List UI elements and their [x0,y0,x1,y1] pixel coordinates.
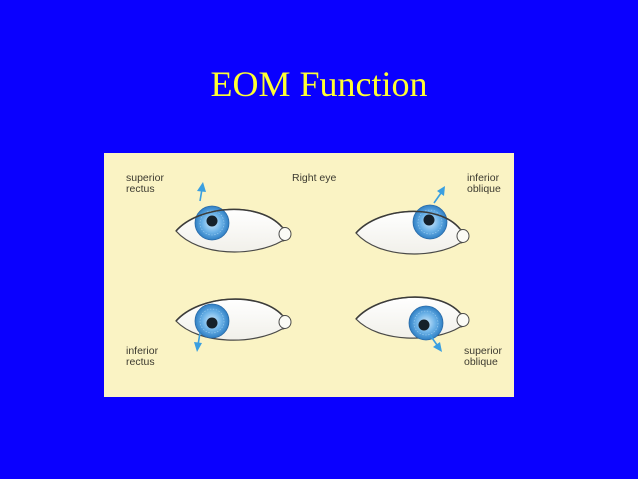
arrow-up-icon [197,182,206,202]
caption-right-eye: Right eye [292,172,337,184]
slide-title: EOM Function [210,64,428,104]
eye-inferior-rectus [175,298,292,352]
label-superior-rectus: superior rectus [126,172,164,195]
label-inferior-oblique: inferior oblique [467,172,501,195]
eye-inferior-oblique [355,186,470,255]
eye-superior-rectus [175,182,292,253]
eye-illustrations [175,182,470,352]
label-inferior-rectus: inferior rectus [126,345,159,368]
eye-movement-diagram: Right eye superior rectus inferior obliq… [104,153,514,397]
arrow-down-right-icon [429,334,442,352]
arrow-up-right-icon [433,186,445,204]
label-superior-oblique: superior oblique [464,345,502,368]
arrow-down-icon [194,332,202,352]
eye-superior-oblique [355,296,470,352]
